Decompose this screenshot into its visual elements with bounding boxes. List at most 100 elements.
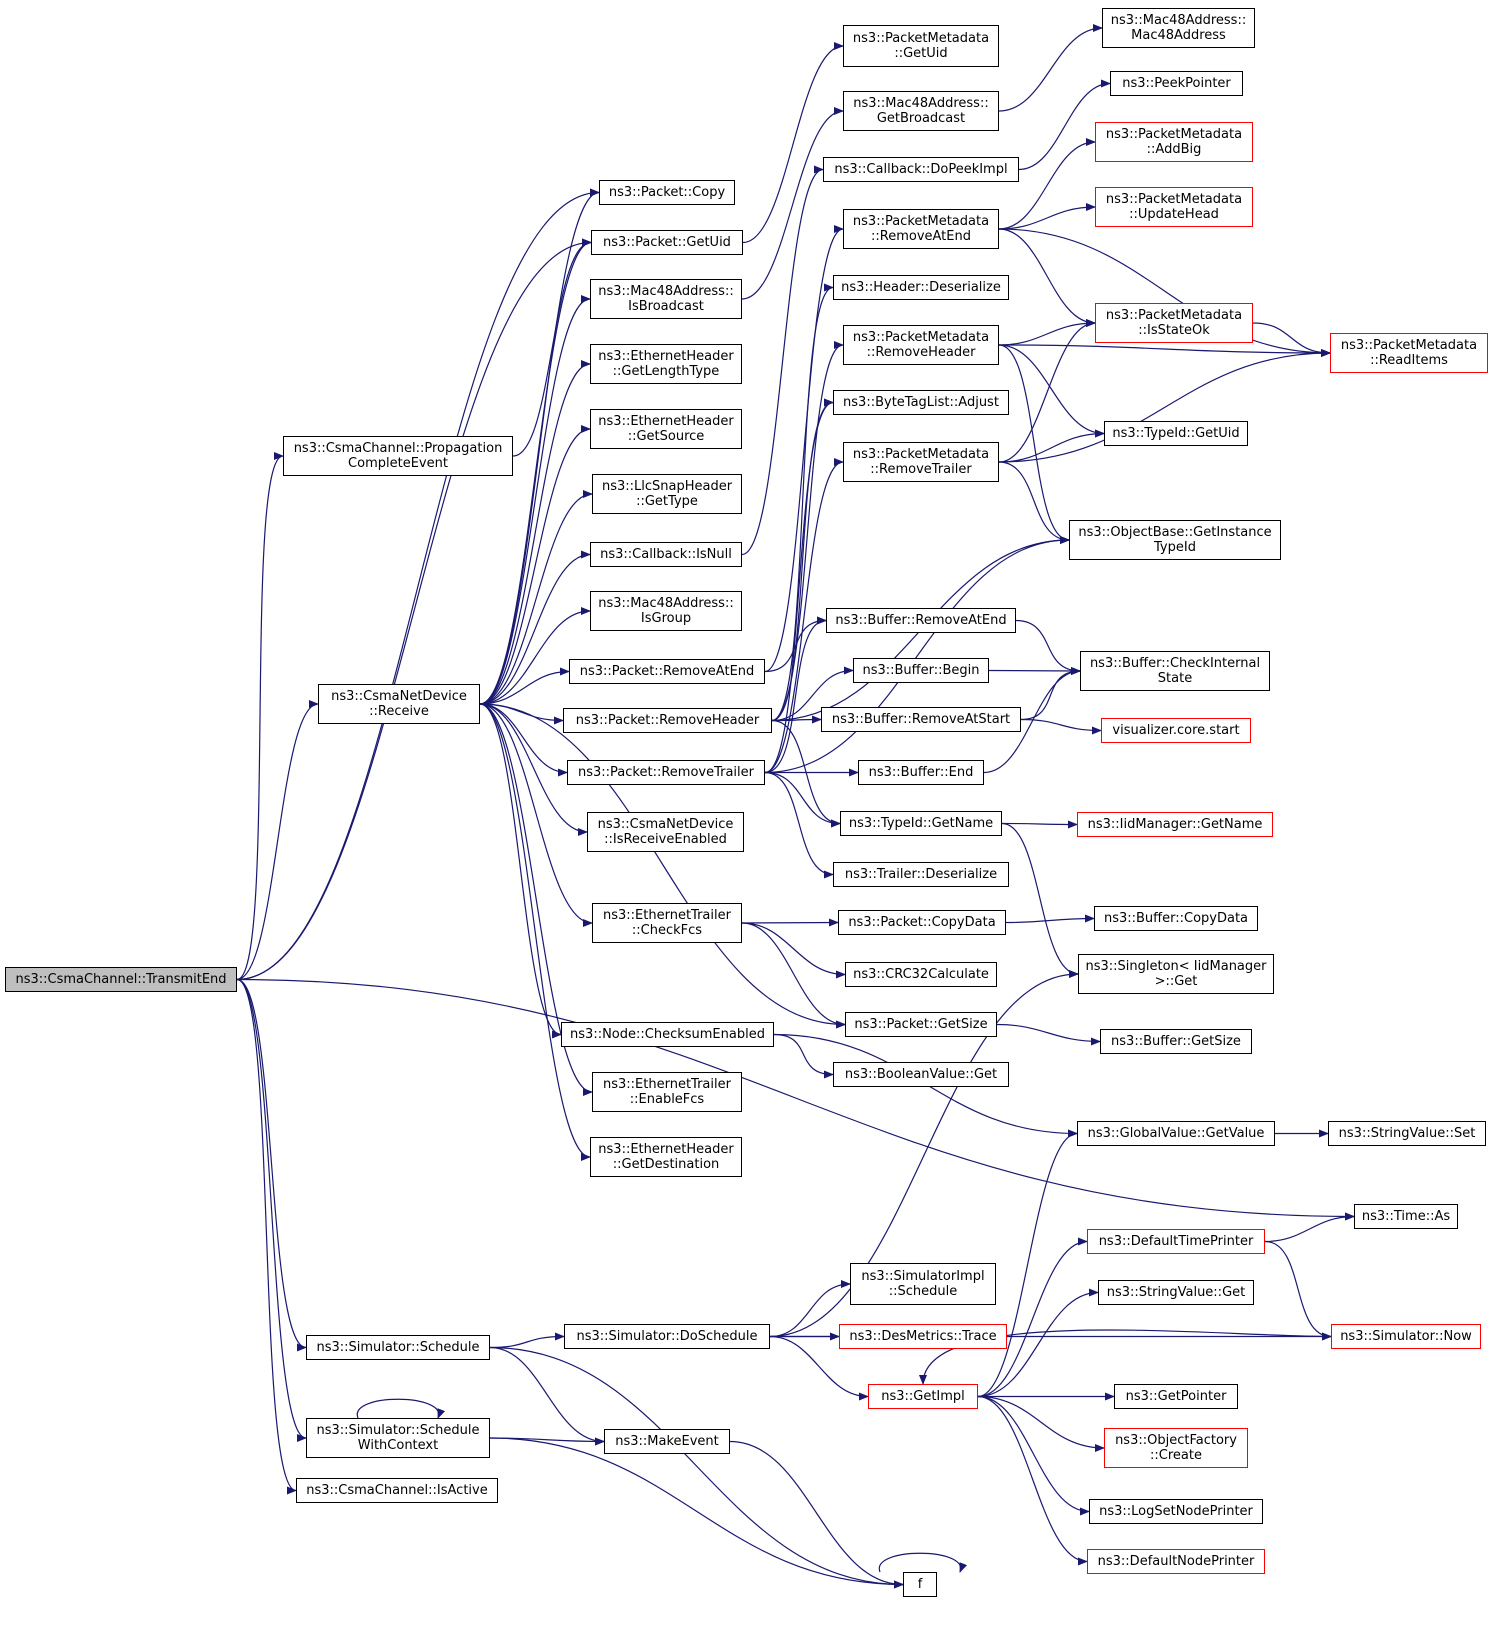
node-label-line: ::GetDestination — [612, 1157, 720, 1172]
edge-pm-removeatend-to-pm-readitems — [998, 228, 1331, 357]
node-label-line: ns3::EthernetHeader — [598, 1142, 734, 1157]
node-et-checkfcs[interactable]: ns3::EthernetTrailer::CheckFcs — [592, 903, 742, 943]
node-pm-removeatend[interactable]: ns3::PacketMetadata::RemoveAtEnd — [843, 209, 999, 249]
node-logsetnodeprinter[interactable]: ns3::LogSetNodePrinter — [1089, 1499, 1263, 1524]
node-cb-isnull[interactable]: ns3::Callback::IsNull — [590, 542, 742, 567]
edge-getimpl-to-logsetnodeprinter — [977, 1395, 1090, 1516]
node-pm-getuid[interactable]: ns3::PacketMetadata::GetUid — [843, 25, 999, 67]
node-eh-getlen[interactable]: ns3::EthernetHeader::GetLengthType — [590, 344, 742, 384]
node-sim-now[interactable]: ns3::Simulator::Now — [1331, 1324, 1481, 1349]
node-pm-readitems[interactable]: ns3::PacketMetadata::ReadItems — [1330, 333, 1488, 373]
node-btl-adjust[interactable]: ns3::ByteTagList::Adjust — [833, 390, 1009, 415]
node-pm-isstateok[interactable]: ns3::PacketMetadata::IsStateOk — [1095, 303, 1253, 343]
node-pkt-removeheader[interactable]: ns3::Packet::RemoveHeader — [563, 708, 772, 733]
edge-pkt-copydata-to-buf-copydata — [1005, 914, 1095, 924]
edge-transmit-end-to-sched-ctx — [236, 978, 307, 1442]
node-llc-gettype[interactable]: ns3::LlcSnapHeader::GetType — [592, 474, 742, 514]
edge-receive-to-isreceiveenabled — [479, 703, 588, 836]
node-eh-getsrc[interactable]: ns3::EthernetHeader::GetSource — [590, 409, 742, 449]
node-label-line: ns3::Buffer::GetSize — [1111, 1034, 1241, 1049]
node-isreceiveenabled[interactable]: ns3::CsmaNetDevice::IsReceiveEnabled — [587, 812, 744, 852]
node-pm-addbig[interactable]: ns3::PacketMetadata::AddBig — [1095, 122, 1253, 162]
node-label-line: ns3::Mac48Address:: — [598, 284, 734, 299]
node-et-enablefcs[interactable]: ns3::EthernetTrailer::EnableFcs — [592, 1072, 742, 1112]
node-label-line: ns3::ObjectFactory — [1115, 1433, 1237, 1448]
edge-pm-removeheader-to-pm-readitems — [998, 344, 1331, 357]
node-typeid-getname[interactable]: ns3::TypeId::GetName — [840, 811, 1002, 836]
node-pkt-copydata[interactable]: ns3::Packet::CopyData — [838, 910, 1006, 935]
edge-pm-removetrailer-to-pm-readitems — [998, 349, 1331, 463]
edge-receive-to-mac-isbcast — [479, 295, 591, 705]
node-singleton-get[interactable]: ns3::Singleton< IidManager>::Get — [1078, 954, 1274, 994]
node-trl-deserialize[interactable]: ns3::Trailer::Deserialize — [833, 862, 1009, 887]
edge-pkt-removetrailer-to-ob-getinstance — [764, 536, 1070, 774]
node-desmetrics[interactable]: ns3::DesMetrics::Trace — [839, 1324, 1007, 1349]
node-receive[interactable]: ns3::CsmaNetDevice::Receive — [318, 684, 480, 724]
node-pkt-getuid[interactable]: ns3::Packet::GetUid — [591, 230, 743, 255]
node-label-line: ns3::PacketMetadata — [1105, 192, 1243, 207]
edge-receive-to-et-checkfcs — [479, 703, 593, 927]
node-isactive[interactable]: ns3::CsmaChannel::IsActive — [296, 1478, 498, 1503]
edge-node-checksum-to-bool-get — [773, 1033, 834, 1079]
node-buf-removeatstart[interactable]: ns3::Buffer::RemoveAtStart — [821, 707, 1021, 732]
node-pm-removetrailer[interactable]: ns3::PacketMetadata::RemoveTrailer — [843, 442, 999, 482]
node-hdr-deserialize[interactable]: ns3::Header::Deserialize — [833, 275, 1009, 300]
node-sim-schedule[interactable]: ns3::Simulator::Schedule — [306, 1335, 490, 1360]
node-eh-getdst[interactable]: ns3::EthernetHeader::GetDestination — [590, 1137, 742, 1177]
node-buf-copydata[interactable]: ns3::Buffer::CopyData — [1094, 906, 1258, 931]
node-gv-getvalue[interactable]: ns3::GlobalValue::GetValue — [1077, 1121, 1275, 1146]
node-mac-ctor[interactable]: ns3::Mac48Address::Mac48Address — [1102, 8, 1255, 48]
node-label-line: ns3::PeekPointer — [1122, 76, 1231, 91]
node-label-line: ns3::Simulator::DoSchedule — [576, 1329, 758, 1344]
node-buf-removeatend[interactable]: ns3::Buffer::RemoveAtEnd — [826, 608, 1016, 633]
node-mac-getbcast[interactable]: ns3::Mac48Address::GetBroadcast — [843, 91, 999, 131]
node-pkt-removeatend[interactable]: ns3::Packet::RemoveAtEnd — [569, 659, 765, 684]
edge-makeevent-to-f — [729, 1440, 904, 1589]
node-f[interactable]: f — [903, 1572, 937, 1597]
node-sv-get[interactable]: ns3::StringValue::Get — [1098, 1280, 1254, 1305]
node-iid-getname[interactable]: ns3::IidManager::GetName — [1077, 812, 1273, 837]
node-pkt-copy[interactable]: ns3::Packet::Copy — [599, 180, 735, 205]
node-getimpl[interactable]: ns3::GetImpl — [868, 1384, 978, 1409]
edge-receive-to-cb-isnull — [479, 550, 591, 705]
node-label-line: IsGroup — [640, 611, 692, 626]
node-sv-set[interactable]: ns3::StringValue::Set — [1328, 1121, 1486, 1146]
node-label-line: ns3::Trailer::Deserialize — [844, 867, 998, 882]
node-node-checksum[interactable]: ns3::Node::ChecksumEnabled — [561, 1022, 774, 1047]
node-pkt-removetrailer[interactable]: ns3::Packet::RemoveTrailer — [567, 760, 765, 785]
node-typeid-getuid[interactable]: ns3::TypeId::GetUid — [1104, 421, 1248, 446]
node-label-line: ns3::SimulatorImpl — [861, 1269, 985, 1284]
node-of-create[interactable]: ns3::ObjectFactory::Create — [1104, 1428, 1248, 1468]
node-label-line: ns3::Simulator::Now — [1340, 1329, 1472, 1344]
edge-transmit-end-to-time-as — [236, 978, 1355, 1221]
node-time-as[interactable]: ns3::Time::As — [1354, 1204, 1458, 1229]
node-crc32[interactable]: ns3::CRC32Calculate — [845, 962, 997, 987]
node-buf-end[interactable]: ns3::Buffer::End — [858, 760, 984, 785]
node-label-line: ns3::Buffer::CheckInternal — [1089, 656, 1261, 671]
node-pm-updatehead[interactable]: ns3::PacketMetadata::UpdateHead — [1095, 187, 1253, 227]
node-simimpl-schedule[interactable]: ns3::SimulatorImpl::Schedule — [850, 1263, 996, 1305]
node-defaulttimeprinter[interactable]: ns3::DefaultTimePrinter — [1087, 1229, 1265, 1254]
node-cb-dopeekimpl[interactable]: ns3::Callback::DoPeekImpl — [823, 157, 1019, 182]
node-mac-isgroup[interactable]: ns3::Mac48Address::IsGroup — [590, 591, 742, 631]
node-makeevent[interactable]: ns3::MakeEvent — [604, 1429, 730, 1454]
node-viz-start[interactable]: visualizer.core.start — [1101, 718, 1251, 743]
node-mac-isbcast[interactable]: ns3::Mac48Address::IsBroadcast — [590, 279, 742, 319]
node-label-line: ns3::TypeId::GetName — [848, 816, 994, 831]
edge-pm-removeatend-to-pm-addbig — [998, 138, 1096, 230]
node-getpointer[interactable]: ns3::GetPointer — [1114, 1384, 1238, 1409]
node-sim-doschedule[interactable]: ns3::Simulator::DoSchedule — [564, 1324, 770, 1349]
node-transmit-end[interactable]: ns3::CsmaChannel::TransmitEnd — [5, 967, 237, 992]
node-bool-get[interactable]: ns3::BooleanValue::Get — [833, 1062, 1009, 1087]
edge-receive-to-mac-isgroup — [479, 607, 591, 705]
node-peekpointer[interactable]: ns3::PeekPointer — [1110, 71, 1243, 96]
node-buf-begin[interactable]: ns3::Buffer::Begin — [853, 658, 989, 683]
node-buf-getsize[interactable]: ns3::Buffer::GetSize — [1100, 1029, 1252, 1054]
node-pkt-getsize[interactable]: ns3::Packet::GetSize — [845, 1012, 997, 1037]
node-defaultnodeprinter[interactable]: ns3::DefaultNodePrinter — [1087, 1549, 1265, 1574]
node-pm-removeheader[interactable]: ns3::PacketMetadata::RemoveHeader — [843, 325, 999, 365]
